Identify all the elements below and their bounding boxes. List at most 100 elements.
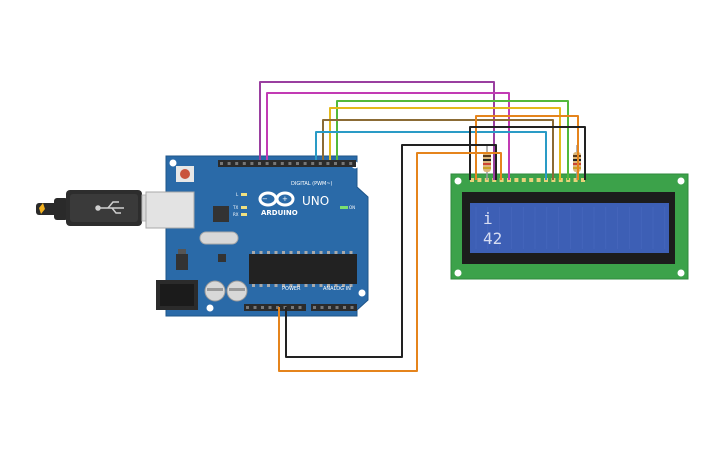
chip-pin bbox=[312, 251, 315, 254]
lcd-line-2: 42 bbox=[483, 229, 502, 248]
chip-pin bbox=[304, 284, 308, 287]
brand-label: ARDUINO bbox=[261, 209, 298, 217]
header-pin[interactable] bbox=[265, 162, 269, 165]
l-led bbox=[241, 193, 247, 196]
wire-cyan[interactable] bbox=[315, 131, 547, 180]
lcd-pin[interactable] bbox=[529, 178, 534, 182]
lcd-pin[interactable] bbox=[536, 178, 541, 182]
analog-header[interactable] bbox=[311, 304, 357, 311]
header-pin[interactable] bbox=[349, 162, 353, 165]
lcd-pin[interactable] bbox=[477, 178, 482, 182]
lcd-16x2-module[interactable]: i 42 bbox=[450, 173, 689, 280]
header-pin[interactable] bbox=[276, 306, 279, 309]
wire-green[interactable] bbox=[336, 100, 569, 180]
svg-text:+: + bbox=[282, 195, 288, 203]
tx-led bbox=[241, 206, 247, 209]
header-pin[interactable] bbox=[296, 162, 299, 165]
arduino-uno-board[interactable]: − + ARDUINO UNO L TX RX ON DIGITAL (PWM~… bbox=[145, 155, 369, 317]
header-pin[interactable] bbox=[291, 306, 294, 309]
lcd-pin[interactable] bbox=[514, 178, 519, 182]
header-pin[interactable] bbox=[268, 306, 272, 309]
chip-pin bbox=[349, 284, 353, 287]
atmega-chip bbox=[249, 254, 357, 284]
chip-pin bbox=[327, 284, 330, 287]
header-pin[interactable] bbox=[280, 162, 284, 165]
header-pin[interactable] bbox=[313, 306, 316, 309]
header-pin[interactable] bbox=[273, 162, 277, 165]
chip-pin bbox=[289, 284, 293, 287]
header-pin[interactable] bbox=[320, 306, 324, 309]
digital-header[interactable] bbox=[218, 160, 356, 167]
header-pin[interactable] bbox=[250, 162, 254, 165]
header-pin[interactable] bbox=[341, 162, 345, 165]
lcd-screen bbox=[470, 203, 669, 253]
header-pin[interactable] bbox=[343, 306, 346, 309]
chip-pin bbox=[259, 284, 263, 287]
wire-orange-5v[interactable] bbox=[278, 152, 502, 372]
header-pin[interactable] bbox=[311, 162, 315, 165]
reset-button-cap[interactable] bbox=[180, 169, 190, 179]
crystal bbox=[199, 231, 239, 245]
header-pin[interactable] bbox=[350, 306, 354, 309]
header-pin[interactable] bbox=[220, 162, 223, 165]
header-pin[interactable] bbox=[326, 162, 330, 165]
lcd-line-1: i bbox=[483, 209, 493, 228]
usb-jack bbox=[145, 191, 195, 229]
mount-hole bbox=[206, 304, 214, 312]
l-led-label: L bbox=[236, 192, 239, 197]
header-pin[interactable] bbox=[261, 306, 264, 309]
header-pin[interactable] bbox=[288, 162, 292, 165]
mount-hole bbox=[677, 177, 685, 185]
mount-hole bbox=[358, 289, 366, 297]
power-header[interactable] bbox=[244, 304, 306, 311]
chip-pin bbox=[349, 251, 353, 254]
mount-hole bbox=[454, 269, 462, 277]
chip-pin bbox=[297, 284, 300, 287]
header-pin[interactable] bbox=[334, 162, 337, 165]
wire-brown[interactable] bbox=[322, 119, 554, 180]
header-pin[interactable] bbox=[242, 162, 246, 165]
header-pin[interactable] bbox=[227, 162, 231, 165]
lcd-pin[interactable] bbox=[573, 178, 578, 182]
on-led-label: ON bbox=[349, 205, 355, 210]
header-pin[interactable] bbox=[298, 306, 302, 309]
wire-orange-top[interactable] bbox=[475, 115, 579, 180]
header-pin[interactable] bbox=[258, 162, 261, 165]
header-pin[interactable] bbox=[328, 306, 331, 309]
chip-pin bbox=[327, 251, 330, 254]
chip-pin bbox=[297, 251, 300, 254]
chip-pin bbox=[319, 284, 323, 287]
chip-pin bbox=[267, 251, 270, 254]
chip-pin bbox=[342, 251, 345, 254]
power-label: POWER bbox=[282, 286, 301, 292]
wire-black-gnd[interactable] bbox=[285, 144, 497, 358]
chip-pin bbox=[267, 284, 270, 287]
chip-pin bbox=[304, 251, 308, 254]
header-pin[interactable] bbox=[253, 306, 257, 309]
rx-led bbox=[241, 213, 247, 216]
header-pin[interactable] bbox=[303, 162, 307, 165]
chip-pin bbox=[274, 284, 278, 287]
chip-pin bbox=[334, 251, 338, 254]
chip-pin bbox=[282, 251, 285, 254]
regulator bbox=[176, 254, 188, 270]
analog-label: ANALOG IN bbox=[323, 286, 351, 292]
chip-pin bbox=[282, 284, 285, 287]
digital-label: DIGITAL (PWM~) bbox=[291, 181, 333, 187]
chip-pin bbox=[334, 284, 338, 287]
wire-magenta[interactable] bbox=[266, 92, 510, 180]
header-pin[interactable] bbox=[318, 162, 322, 165]
lcd-pin[interactable] bbox=[521, 178, 526, 182]
header-pin[interactable] bbox=[235, 162, 239, 165]
wire-yellow[interactable] bbox=[329, 107, 561, 180]
header-pin[interactable] bbox=[246, 306, 249, 309]
chip-pin bbox=[274, 251, 278, 254]
resistor-1 bbox=[483, 145, 491, 180]
header-pin[interactable] bbox=[335, 306, 339, 309]
on-led bbox=[340, 206, 348, 209]
lcd-pin[interactable] bbox=[470, 178, 474, 182]
chip-pin bbox=[252, 284, 255, 287]
usb-icon bbox=[95, 201, 124, 214]
lcd-pin[interactable] bbox=[581, 178, 585, 182]
